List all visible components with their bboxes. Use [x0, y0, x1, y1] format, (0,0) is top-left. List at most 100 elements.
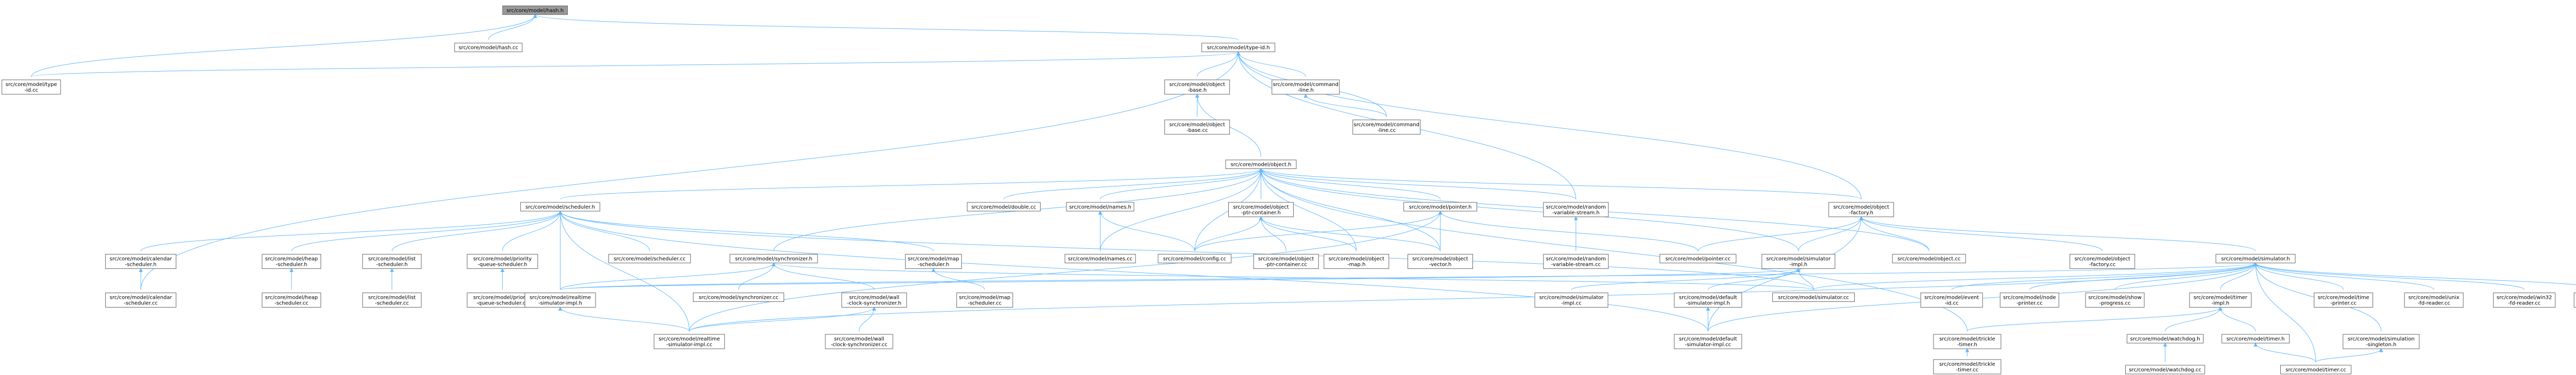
edge-object_h-to-double_cc [1003, 168, 1261, 200]
node-hash-cc[interactable]: src/core/model/hash.cc [454, 43, 522, 53]
node-command-line-h[interactable]: src/core/model/command-line.h [1272, 79, 1340, 95]
node-box [1892, 254, 1966, 264]
node-synchronizer-cc[interactable]: src/core/model/synchronizer.cc [693, 293, 784, 302]
node-map-scheduler-h[interactable]: src/core/model/map-scheduler.h [905, 254, 962, 269]
edge-arrowhead [1859, 216, 1863, 220]
node-object-h[interactable]: src/core/model/object.h [1225, 160, 1297, 169]
node-object-factory-cc[interactable]: src/core/model/object-factory.cc [2070, 254, 2136, 269]
node-label: -simulator-impl.cc [666, 342, 713, 348]
node-box [693, 293, 784, 302]
node-box [262, 254, 321, 269]
node-box [1543, 254, 1609, 269]
node-box [262, 293, 321, 308]
edge-arrowhead [558, 306, 563, 311]
node-label: -printer.cc [2016, 301, 2043, 306]
edge-wall_clock_synchronizer_h-to-wall_clock_synchronizer_cc [859, 307, 875, 332]
edge-object_factory_h-to-object_cc [1861, 216, 1929, 251]
node-node-printer-cc[interactable]: src/core/model/node-printer.cc [1999, 293, 2059, 308]
node-time-printer-cc[interactable]: src/core/model/time-printer.cc [2314, 293, 2374, 308]
node-list-scheduler-cc[interactable]: src/core/model/list-scheduler.cc [362, 293, 422, 308]
node-label: src/core/model/calendar [110, 257, 173, 262]
edge-arrowhead [533, 14, 537, 18]
node-calendar-scheduler-cc[interactable]: src/core/model/calendar-scheduler.cc [105, 293, 177, 308]
node-simulator-h[interactable]: src/core/model/simulator.h [2215, 254, 2296, 264]
node-object-base-cc[interactable]: src/core/model/object-base.cc [1164, 120, 1230, 135]
node-label: src/core/model/object [1329, 257, 1384, 262]
node-command-line-cc[interactable]: src/core/model/command-line.cc [1352, 120, 1421, 135]
node-heap-scheduler-cc[interactable]: src/core/model/heap-scheduler.cc [262, 293, 321, 308]
node-scheduler-h[interactable]: src/core/model/scheduler.h [520, 202, 600, 212]
node-event-id-cc[interactable]: src/core/model/event-id.cc [1920, 293, 1983, 308]
node-object-base-h[interactable]: src/core/model/object-base.h [1164, 79, 1230, 95]
node-label: src/core/model/map [908, 257, 959, 262]
node-simulator-impl-cc[interactable]: src/core/model/simulator-impl.cc [1534, 293, 1608, 308]
node-timer-h[interactable]: src/core/model/timer.h [2222, 334, 2290, 344]
node-names-h[interactable]: src/core/model/names.h [1066, 202, 1134, 212]
node-simulator-cc[interactable]: src/core/model/simulator.cc [1772, 293, 1855, 302]
edge-arrowhead [1303, 93, 1308, 98]
node-unix-fd-reader-cc[interactable]: src/core/model/unix-fd-reader.cc [2404, 293, 2464, 308]
node-win32-fd-reader-cc[interactable]: src/core/model/win32-fd-reader.cc [2493, 293, 2556, 308]
node-random-variable-stream-cc[interactable]: src/core/model/random-variable-stream.cc [1543, 254, 1609, 269]
node-synchronizer-h[interactable]: src/core/model/synchronizer.h [730, 254, 818, 264]
node-object-ptr-container-h[interactable]: src/core/model/object-ptr-container.h [1228, 202, 1294, 217]
node-pointer-cc[interactable]: src/core/model/pointer.cc [1659, 254, 1737, 264]
node-wall-clock-synchronizer-h[interactable]: src/core/model/wall-clock-synchronizer.h [841, 293, 907, 308]
edge-simulator_impl_h-to-simulator_cc [1798, 268, 1814, 290]
node-scheduler-cc[interactable]: src/core/model/scheduler.cc [608, 254, 691, 264]
edge-pointer_h-to-config_cc [1194, 211, 1441, 251]
node-object-vector-h[interactable]: src/core/model/object-vector.h [1408, 254, 1473, 269]
node-timer-impl-h[interactable]: src/core/model/timer-impl.h [2189, 293, 2252, 308]
node-heap-scheduler-h[interactable]: src/core/model/heap-scheduler.h [262, 254, 321, 269]
edge-object_factory_h-to-default_simulator_impl_cc [1707, 216, 1862, 332]
node-pointer-h[interactable]: src/core/model/pointer.h [1403, 202, 1478, 212]
edge-arrowhead [1574, 216, 1578, 220]
node-watchdog-h[interactable]: src/core/model/watchdog.h [2127, 334, 2204, 344]
node-priority-queue-scheduler-h[interactable]: src/core/model/priority-queue-scheduler.… [467, 254, 538, 269]
node-list-scheduler-h[interactable]: src/core/model/list-scheduler.h [362, 254, 422, 269]
node-box [1066, 202, 1134, 212]
node-label: src/core/model/config.cc [1163, 257, 1226, 262]
node-des-metrics-cc[interactable]: src/core/model/des-metrics.cc [2573, 293, 2576, 308]
node-default-simulator-impl-h[interactable]: src/core/model/default-simulator-impl.h [1674, 293, 1742, 308]
node-show-progress-cc[interactable]: src/core/model/show-progress.cc [2085, 293, 2145, 308]
edge-scheduler_h-to-heap_scheduler_h [291, 211, 561, 251]
node-box [362, 293, 422, 308]
node-object-map-h[interactable]: src/core/model/object-map.h [1324, 254, 1389, 269]
node-hash-h[interactable]: src/core/model/hash.h [502, 5, 568, 15]
node-label: src/core/model/map [959, 295, 1010, 301]
node-realtime-simulator-impl-cc[interactable]: src/core/model/realtime-simulator-impl.c… [653, 334, 725, 349]
edge-hash_h-to-type_id_cc [31, 14, 536, 77]
node-random-variable-stream-h[interactable]: src/core/model/random-variable-stream.h [1543, 202, 1609, 217]
node-map-scheduler-cc[interactable]: src/core/model/map-scheduler.cc [956, 293, 1013, 308]
edge-timer_impl_h-to-watchdog_h [2165, 307, 2221, 332]
node-names-cc[interactable]: src/core/model/names.cc [1064, 254, 1136, 264]
node-wall-clock-synchronizer-cc[interactable]: src/core/model/wall-clock-synchronizer.c… [825, 334, 893, 349]
node-label: -id.cc [1945, 301, 1959, 306]
node-type-id-cc[interactable]: src/core/model/type-id.cc [2, 79, 61, 95]
node-trickle-timer-cc[interactable]: src/core/model/trickle-timer.cc [1933, 359, 2002, 374]
node-type-id-h[interactable]: src/core/model/type-id.h [1201, 43, 1276, 53]
edge-arrowhead [1259, 216, 1263, 220]
edge-arrowhead [139, 268, 143, 272]
node-realtime-simulator-impl-h[interactable]: src/core/model/realtime-simulator-impl.h [524, 293, 596, 308]
node-calendar-scheduler-h[interactable]: src/core/model/calendar-scheduler.h [105, 254, 177, 269]
edge-simulator_h-to-win32_fd_reader_cc [2255, 263, 2525, 290]
node-timer-cc[interactable]: src/core/model/timer.cc [2280, 365, 2351, 374]
node-simulation-singleton-h[interactable]: src/core/model/simulation-singleton.h [2343, 334, 2420, 349]
edge-simulator_impl_h-to-default_simulator_impl_h [1707, 268, 1799, 290]
node-object-ptr-container-cc[interactable]: src/core/model/object-ptr-container.cc [1253, 254, 1319, 269]
node-config-cc[interactable]: src/core/model/config.cc [1158, 254, 1232, 264]
node-trickle-timer-h[interactable]: src/core/model/trickle-timer.h [1933, 334, 2002, 349]
node-label: src/core/model/time [2318, 295, 2369, 301]
node-watchdog-cc[interactable]: src/core/model/watchdog.cc [2125, 365, 2205, 374]
node-default-simulator-impl-cc[interactable]: src/core/model/default-simulator-impl.cc [1674, 334, 1742, 349]
node-label: src/core/model/event [1924, 295, 1979, 301]
node-label: src/core/model/priority [473, 295, 532, 301]
node-box [1164, 120, 1230, 135]
node-object-cc[interactable]: src/core/model/object.cc [1892, 254, 1966, 264]
node-object-factory-h[interactable]: src/core/model/object-factory.h [1828, 202, 1894, 217]
node-double-cc[interactable]: src/core/model/double.cc [967, 202, 1041, 212]
node-label: src/core/model/simulator [1539, 295, 1604, 301]
node-simulator-impl-h[interactable]: src/core/model/simulator-impl.h [1761, 254, 1836, 269]
